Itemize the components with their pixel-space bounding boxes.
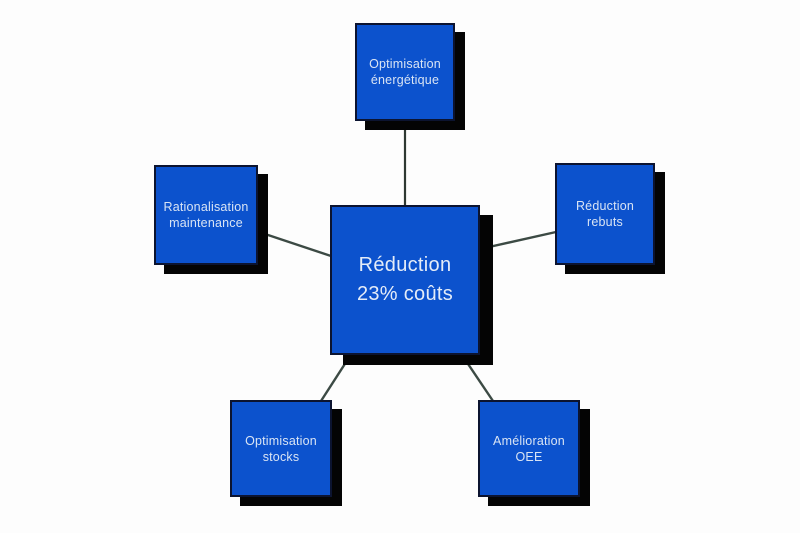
node-label-line: Optimisation <box>245 433 317 448</box>
connector-center-to-bottom-right <box>461 354 494 402</box>
node-label-line: Réduction <box>358 254 452 276</box>
node-label-line: Rationalisation <box>163 200 249 214</box>
connector-center-to-right <box>479 230 557 251</box>
connector-center-to-left <box>258 230 332 258</box>
node-label-line: 23% coûts <box>356 283 454 305</box>
node-rationalisation-maintenance: Rationalisation maintenance <box>154 165 258 265</box>
node-label-line: Amélioration <box>493 433 565 448</box>
node-label-line: énergétique <box>370 73 440 87</box>
node-label-line: OEE <box>515 449 543 464</box>
node-optimisation-energetique: Optimisation énergétique <box>355 23 455 121</box>
connector-center-to-bottom-left <box>319 355 352 402</box>
node-label-line: Optimisation <box>369 57 441 71</box>
node-optimisation-stocks: Optimisation stocks <box>230 400 332 497</box>
node-label-line: rebuts <box>587 215 623 229</box>
node-label-line: Réduction <box>575 199 635 213</box>
node-reduction-rebuts: Réduction rebuts <box>555 163 655 265</box>
node-label-line: stocks <box>262 449 300 464</box>
node-label-line: maintenance <box>169 216 243 230</box>
node-reduction-23-couts: Réduction 23% coûts <box>330 205 480 355</box>
node-amelioration-oee: Amélioration OEE <box>478 400 580 497</box>
